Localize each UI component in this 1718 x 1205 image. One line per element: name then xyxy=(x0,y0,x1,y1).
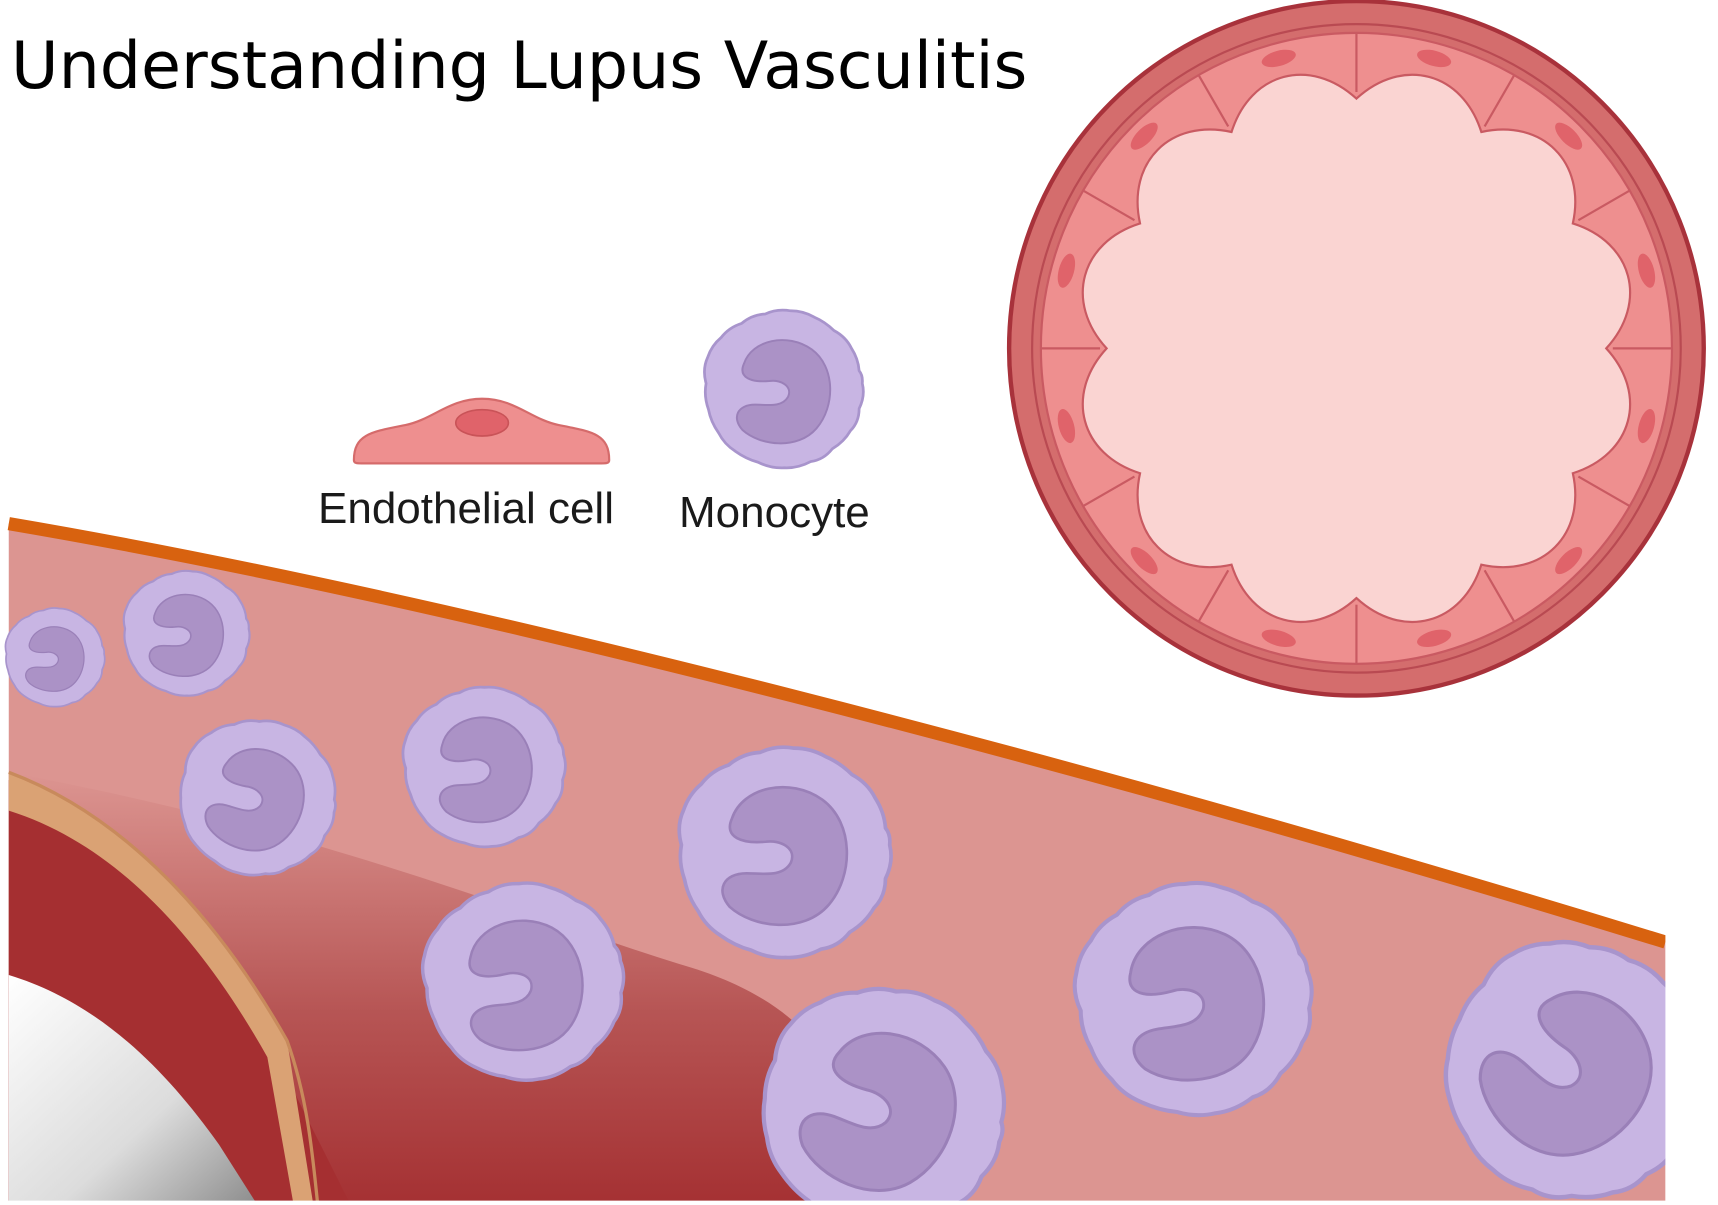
monocyte-icon xyxy=(704,310,863,468)
monocyte-label: Monocyte xyxy=(679,491,870,535)
endothelium-ring xyxy=(1041,33,1672,664)
right-margin xyxy=(1665,920,1718,1205)
vessel-cross-section xyxy=(1009,1,1704,696)
monocyte xyxy=(5,608,104,707)
vessel-lumen xyxy=(1083,75,1630,622)
monocyte xyxy=(124,571,250,696)
page-title: Understanding Lupus Vasculitis xyxy=(11,31,1027,103)
endothelial-cell-icon xyxy=(354,399,609,464)
endothelial-cell-label: Endothelial cell xyxy=(318,487,614,531)
monocyte xyxy=(679,747,891,957)
bottom-margin xyxy=(0,1201,1718,1205)
